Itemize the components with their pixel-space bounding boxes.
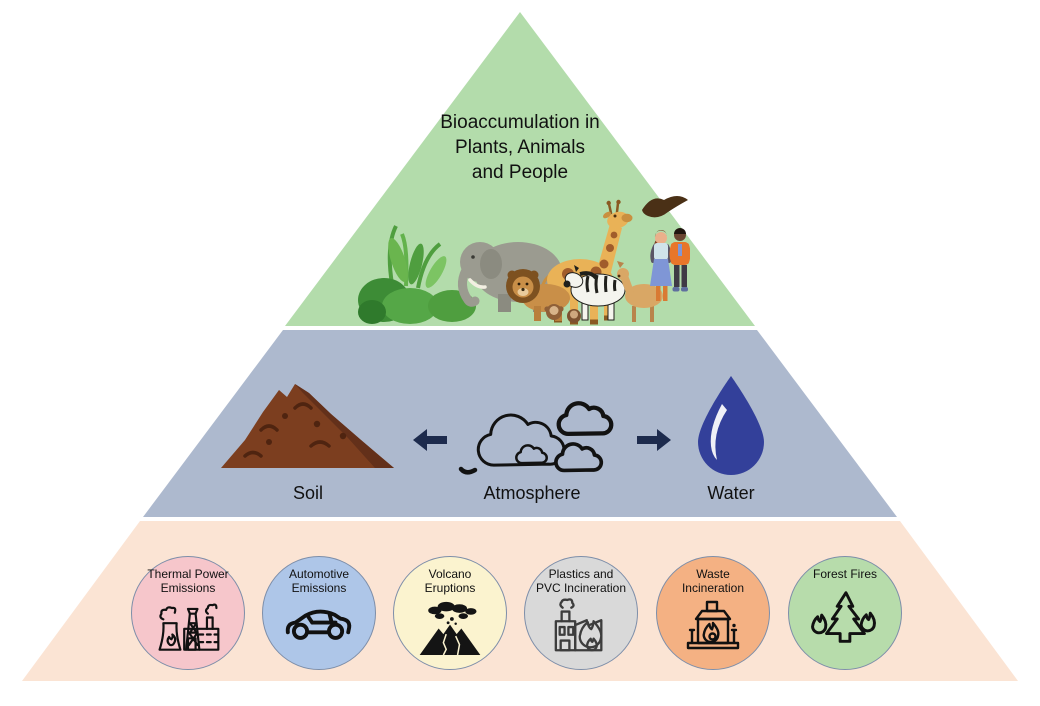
car-icon [285, 609, 352, 641]
volcano-icon [419, 602, 481, 656]
arrow-left-icon [413, 429, 447, 451]
arrow-right-icon [637, 429, 671, 451]
plants-animals-people-illustration [358, 196, 690, 325]
waste-incinerator-icon [686, 601, 740, 650]
source-label: Automotive Emissions [288, 567, 350, 596]
monkeys-illustration [544, 304, 581, 323]
source-label: Forest Fires [812, 567, 877, 581]
incinerator-factory-icon [554, 598, 603, 652]
soil-label: Soil [292, 483, 323, 503]
man-illustration [669, 228, 690, 292]
soil-mound-icon [221, 384, 394, 468]
source-waste-incineration: Waste Incineration [656, 556, 770, 670]
water-label: Water [707, 483, 755, 503]
source-label: Volcano Eruptions [424, 567, 476, 596]
water-drop-icon [698, 376, 764, 475]
forest-fire-icon [811, 591, 876, 643]
source-volcano-eruptions: Volcano Eruptions [393, 556, 507, 670]
atmosphere-label: Atmosphere [483, 483, 581, 503]
source-automotive-emissions: Automotive Emissions [262, 556, 376, 670]
woman-illustration [650, 230, 672, 301]
source-forest-fires: Forest Fires [788, 556, 902, 670]
source-plastics-pvc-incineration: Plastics and PVC Incineration [524, 556, 638, 670]
source-label: Plastics and PVC Incineration [535, 567, 627, 596]
source-label: Waste Incineration [681, 567, 745, 596]
clouds-icon [458, 401, 614, 475]
tier-bioaccumulation [285, 12, 755, 326]
eagle-illustration [642, 196, 688, 218]
source-thermal-power-emissions: Thermal Power Emissions [131, 556, 245, 670]
plants-illustration [358, 225, 476, 324]
deer-illustration [617, 261, 663, 322]
thermal-power-icon [158, 603, 220, 652]
source-label: Thermal Power Emissions [147, 567, 229, 596]
zebra-illustration [563, 265, 626, 321]
pyramid-title: Bioaccumulation in Plants, Animals and P… [440, 112, 600, 183]
